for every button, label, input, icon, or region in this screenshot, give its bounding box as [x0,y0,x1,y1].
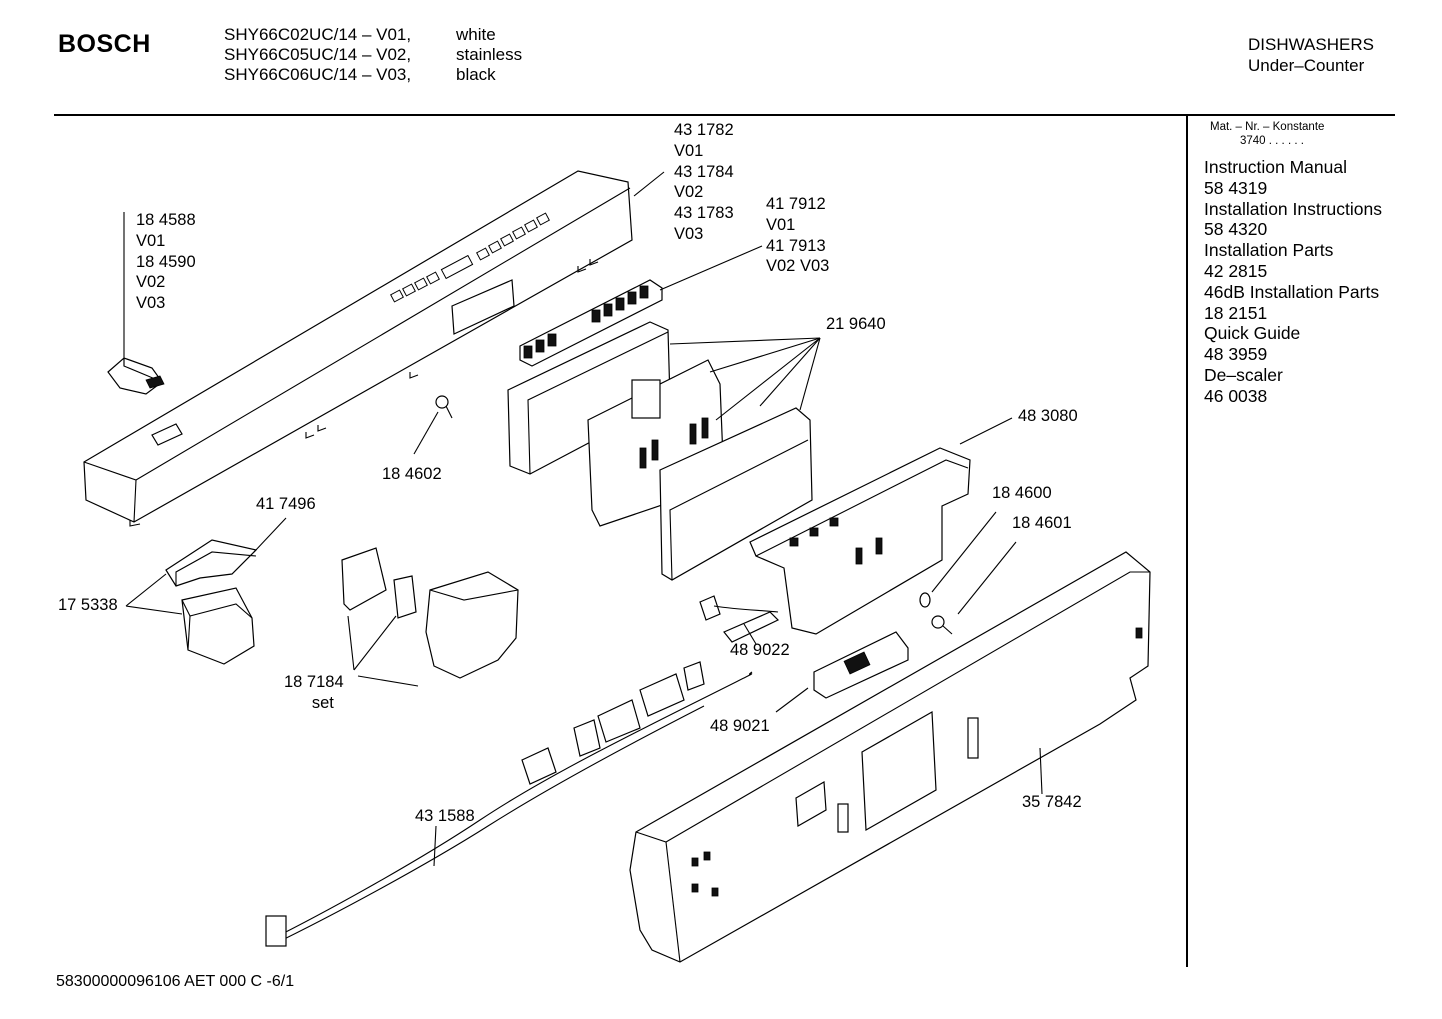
part-label-screw-b: 18 4601 [1012,514,1072,532]
keypad-part [519,279,663,367]
doc-title: Instruction Manual [1204,157,1347,177]
model-color-list: white stainless black [456,25,522,85]
model-line: SHY66C05UC/14 – V02, [224,45,412,64]
set-holder-part [425,571,519,679]
part-label-set: 18 7184 set [284,673,344,712]
doc-number: 58 4320 [1204,219,1268,240]
frame-part [507,321,813,581]
part-label-frame: 21 9640 [826,315,886,333]
part-label-ring: 18 4600 [992,484,1052,502]
electronic-module-part [813,631,909,699]
model-list: SHY66C02UC/14 – V01, SHY66C05UC/14 – V02… [224,25,411,85]
doc-title: Installation Parts [1204,240,1334,261]
relay-part [181,587,255,665]
doc-title: Quick Guide [1204,323,1301,344]
base-part [629,551,1151,963]
screw-part [931,615,953,635]
document-list: Instruction Manual 58 4319 Installation … [1204,157,1382,407]
part-label-base: 35 7842 [1022,793,1082,811]
leader-lines [123,171,1043,867]
doc-title: 46dB Installation Parts [1204,281,1380,302]
ring-part [919,592,931,608]
part-label-module: 48 9021 [710,717,770,735]
control-panel-part [83,170,633,527]
part-label-harness: 48 9022 [730,641,790,659]
doc-number: 58 4319 [1204,177,1268,198]
part-label-cable: 43 1588 [415,807,475,825]
screw-part [435,395,453,419]
part-label-relay: 17 5338 [58,596,118,614]
category-title: DISHWASHERS [1248,35,1374,54]
doc-number: 42 2815 [1204,260,1268,281]
part-label-bracket: 41 7496 [256,495,316,513]
category-block: DISHWASHERS Under–Counter [1248,34,1374,76]
doc-title: De–scaler [1204,364,1283,385]
model-color: stainless [456,45,523,64]
doc-number: 46 0038 [1204,385,1268,406]
brand-logo: BOSCH [58,30,151,58]
housing-part [749,447,971,635]
mat-block: Mat. – Nr. – Konstante 3740 . . . . . . [1210,120,1324,148]
sidebar-divider [1186,116,1188,967]
model-color: white [456,25,496,44]
doc-title: Installation Instructions [1204,198,1383,219]
doc-number: 48 3959 [1204,344,1268,365]
harness-part [699,595,780,643]
doc-number: 18 2151 [1204,302,1268,323]
header-divider [54,114,1395,116]
set-relay-part [393,575,417,619]
set-cover-part [341,547,387,611]
cable-part [265,661,753,947]
model-color: black [456,65,496,84]
mat-value: 3740 . . . . . . [1240,135,1304,147]
clip-part [107,357,165,395]
model-line: SHY66C02UC/14 – V01, [224,25,412,44]
part-label-screw-a: 18 4602 [382,465,442,483]
bracket-part [165,539,258,587]
part-label-housing: 48 3080 [1018,407,1078,425]
category-subtitle: Under–Counter [1248,56,1365,75]
model-line: SHY66C06UC/14 – V03, [224,65,412,84]
mat-line: Mat. – Nr. – Konstante [1210,121,1325,133]
footer-code: 58300000096106 AET 000 C -6/1 [56,973,295,990]
